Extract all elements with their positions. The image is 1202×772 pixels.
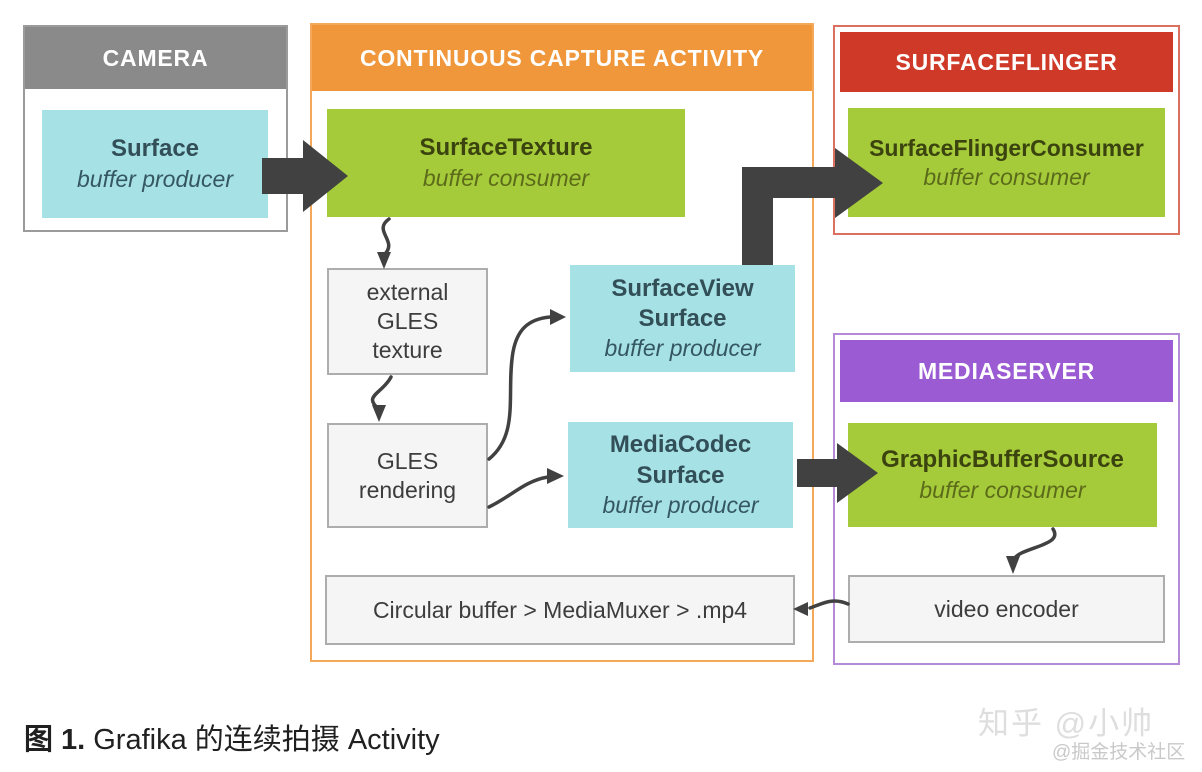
surface-node: Surface buffer producer: [42, 110, 268, 218]
watermark-zhihu: 知乎 @小帅: [978, 706, 1155, 741]
mediacodec-surface-node-subtitle: buffer producer: [602, 491, 759, 518]
surfaceflingerconsumer-node: SurfaceFlingerConsumer buffer consumer: [848, 108, 1165, 217]
surfaceflingerconsumer-node-title: SurfaceFlingerConsumer: [869, 134, 1144, 161]
mediaserver-frame-header: MEDIASERVER: [840, 340, 1173, 402]
circular-buffer-node: Circular buffer > MediaMuxer > .mp4: [325, 575, 795, 645]
figure-caption-label: 图 1.: [24, 724, 86, 756]
external-gles-texture-label: external GLES texture: [366, 279, 449, 363]
figure-caption-text: Grafika 的连续拍摄 Activity: [93, 724, 440, 756]
mediacodec-surface-node: MediaCodec Surface buffer producer: [568, 422, 793, 528]
graphicbuffersource-node-subtitle: buffer consumer: [919, 476, 1086, 503]
external-gles-texture-node: external GLES texture: [327, 268, 488, 375]
surfacetexture-node: SurfaceTexture buffer consumer: [327, 109, 685, 217]
camera-frame-header: CAMERA: [25, 27, 286, 89]
surfaceview-surface-node-title: SurfaceView Surface: [611, 274, 754, 333]
graphicbuffersource-node: GraphicBufferSource buffer consumer: [848, 423, 1157, 527]
gles-rendering-node: GLES rendering: [327, 423, 488, 528]
mediacodec-surface-node-title: MediaCodec Surface: [609, 431, 752, 489]
video-encoder-label: video encoder: [934, 595, 1079, 622]
surfacetexture-node-subtitle: buffer consumer: [422, 164, 590, 191]
surfaceview-surface-node: SurfaceView Surface buffer producer: [570, 265, 795, 372]
figure-caption: 图 1.Grafika 的连续拍摄 Activity: [24, 716, 440, 758]
surface-node-title: Surface: [110, 135, 200, 163]
surfaceview-surface-node-subtitle: buffer producer: [604, 335, 761, 362]
watermark-juejin: @掘金技术社区: [1052, 742, 1186, 763]
surfaceflingerconsumer-node-subtitle: buffer consumer: [923, 163, 1090, 190]
surfaceflinger-frame-header: SURFACEFLINGER: [840, 32, 1173, 92]
activity-frame-header: CONTINUOUS CAPTURE ACTIVITY: [312, 25, 812, 91]
circular-buffer-label: Circular buffer > MediaMuxer > .mp4: [372, 596, 748, 623]
graphicbuffersource-node-title: GraphicBufferSource: [881, 446, 1124, 474]
video-encoder-node: video encoder: [848, 575, 1165, 643]
surfacetexture-node-title: SurfaceTexture: [419, 134, 593, 162]
surface-node-subtitle: buffer producer: [77, 165, 233, 192]
gles-rendering-label: GLES rendering: [358, 447, 457, 503]
